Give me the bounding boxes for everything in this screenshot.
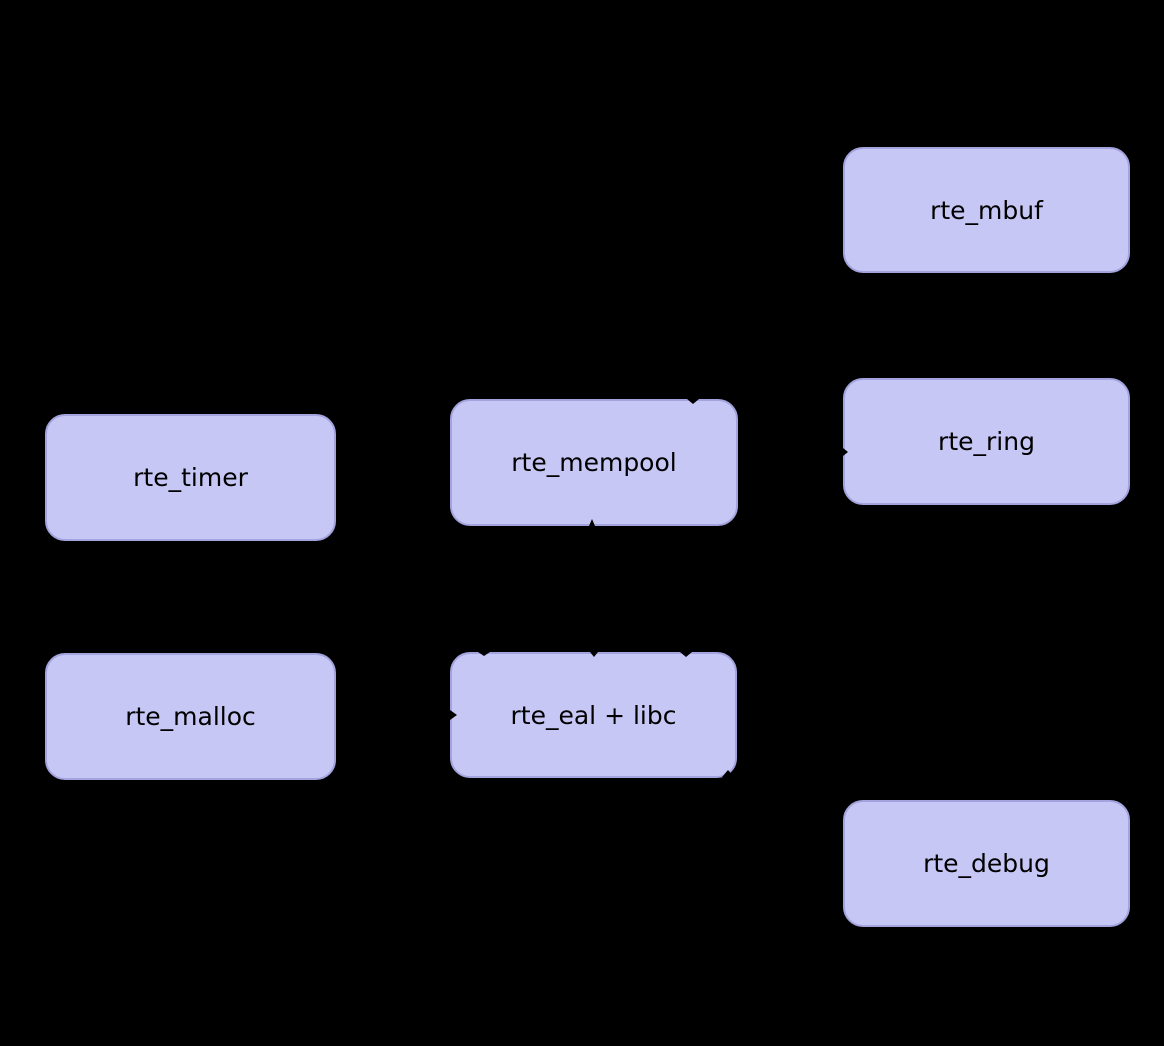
arrowhead-notch-icon — [478, 652, 490, 656]
arrowhead-notch-icon — [722, 770, 734, 777]
node-rte-timer: rte_timer — [45, 414, 336, 541]
node-label-rte-ring: rte_ring — [938, 427, 1035, 456]
node-rte-mempool: rte_mempool — [450, 399, 738, 526]
node-label-rte-eal-libc: rte_eal + libc — [510, 700, 677, 730]
node-rte-ring: rte_ring — [843, 378, 1130, 505]
node-rte-mbuf: rte_mbuf — [843, 147, 1130, 273]
arrowhead-notch-icon — [589, 519, 595, 526]
node-label-rte-debug: rte_debug — [923, 849, 1050, 878]
node-rte-eal-libc: rte_eal + libc — [450, 652, 737, 778]
arrowhead-notch-icon — [687, 399, 699, 404]
node-rte-malloc: rte_malloc — [45, 653, 336, 780]
arrowhead-notch-icon — [450, 710, 457, 720]
arrowhead-notch-icon — [680, 652, 692, 657]
node-label-rte-mbuf: rte_mbuf — [930, 195, 1043, 225]
arrowhead-notch-icon — [590, 652, 598, 657]
node-label-rte-mempool: rte_mempool — [511, 448, 677, 477]
arrowhead-notch-icon — [843, 448, 848, 456]
node-label-rte-timer: rte_timer — [133, 463, 248, 492]
node-rte-debug: rte_debug — [843, 800, 1130, 927]
node-label-rte-malloc: rte_malloc — [125, 702, 256, 731]
